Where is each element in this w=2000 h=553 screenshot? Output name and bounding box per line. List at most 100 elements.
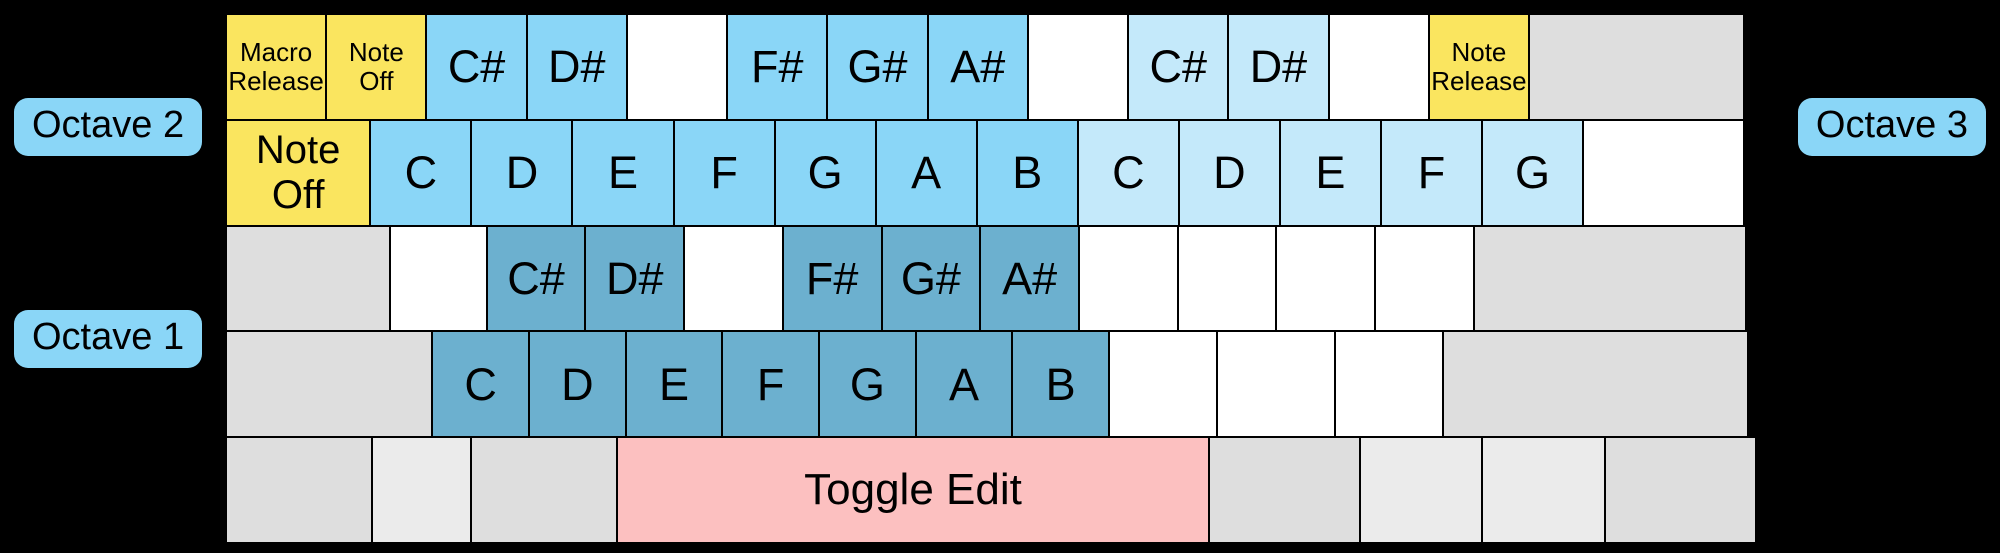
key-cell-label-line: Macro (239, 36, 313, 67)
key-cell-d[interactable]: D (527, 330, 627, 439)
key-cell-label-line: A# (1002, 252, 1058, 304)
key-cell-label-line: G (849, 358, 885, 410)
key-cell-empty[interactable] (1374, 224, 1475, 333)
key-cell-empty[interactable] (225, 436, 374, 544)
key-cell-label-line: C (464, 358, 497, 410)
key-cell-label-line: Release (228, 65, 324, 96)
octave-3-label: Octave 3 (1797, 98, 1986, 156)
key-cell-label-line: G# (847, 41, 908, 93)
octave-1-label: Octave 1 (14, 310, 203, 368)
key-cell-label-line: A (949, 358, 980, 410)
key-cell-empty[interactable] (389, 224, 488, 333)
key-cell-label-line: A (911, 147, 942, 199)
octave-2-label: Octave 2 (14, 98, 203, 156)
key-cell-empty[interactable] (683, 224, 784, 333)
key-cell-label-line: G (1515, 147, 1551, 199)
key-cell-b[interactable]: B (975, 118, 1079, 227)
key-cell-label-line: Off (359, 65, 394, 96)
key-cell-empty[interactable] (371, 436, 472, 544)
key-cell-label-line: Off (271, 172, 325, 217)
key-cell-label-line: A# (950, 41, 1006, 93)
key-cell-empty[interactable] (1441, 330, 1749, 439)
key-cell-c[interactable]: C (369, 118, 473, 227)
key-cell-d[interactable]: D# (1227, 13, 1330, 121)
key-cell-e[interactable]: E (624, 330, 724, 439)
key-cell-f[interactable]: F (672, 118, 776, 227)
key-cell-e[interactable]: E (1278, 118, 1382, 227)
modifier-row: Toggle Edit (225, 436, 1771, 544)
key-cell-g[interactable]: G (818, 330, 917, 439)
key-cell-label-line: D# (1249, 41, 1308, 93)
key-cell-empty[interactable] (225, 330, 434, 439)
key-cell-label-line: D (505, 147, 539, 199)
key-cell-label-line: C# (447, 41, 506, 93)
key-cell-c[interactable]: C# (425, 13, 528, 121)
key-cell-empty[interactable] (1026, 13, 1130, 121)
key-cell-empty[interactable] (1207, 436, 1361, 544)
key-cell-empty[interactable] (1603, 436, 1757, 544)
key-cell-label-line: G (807, 147, 843, 199)
key-cell-empty[interactable] (1275, 224, 1377, 333)
key-cell-g[interactable]: G (1481, 118, 1585, 227)
key-cell-b[interactable]: B (1011, 330, 1111, 439)
key-cell-c[interactable]: C (1076, 118, 1180, 227)
key-cell-empty[interactable] (1358, 436, 1484, 544)
key-cell-g[interactable]: G# (880, 224, 982, 333)
key-cell-f[interactable]: F# (781, 224, 883, 333)
key-cell-label-line: F# (751, 41, 804, 93)
key-cell-label-line: Note (255, 127, 341, 172)
key-cell-empty[interactable] (1481, 436, 1606, 544)
key-cell-g[interactable]: G (773, 118, 877, 227)
key-cell-d[interactable]: D# (584, 224, 686, 333)
key-cell-empty[interactable] (1077, 224, 1179, 333)
key-cell-d[interactable]: D (1177, 118, 1281, 227)
key-cell-label-line: F# (805, 252, 859, 304)
key-cell-f[interactable]: F (1379, 118, 1484, 227)
key-cell-empty[interactable] (225, 224, 392, 333)
key-cell-empty[interactable] (1176, 224, 1278, 333)
key-cell-c[interactable]: C# (1127, 13, 1230, 121)
key-cell-a[interactable]: A# (979, 224, 1080, 333)
key-cell-e[interactable]: E (571, 118, 675, 227)
key-cell-empty[interactable] (625, 13, 729, 121)
key-cell-label-line: E (658, 358, 689, 410)
key-cell-label-line: F (1417, 147, 1446, 199)
key-cell-label-line: G# (900, 252, 961, 304)
key-cell-d[interactable]: D (470, 118, 574, 227)
key-cell-label-line: B (1045, 358, 1076, 410)
key-cell-a[interactable]: A (874, 118, 978, 227)
key-cell-empty[interactable] (1472, 224, 1747, 333)
key-cell-label-line: Toggle Edit (804, 465, 1022, 515)
key-cell-empty[interactable] (1334, 330, 1444, 439)
key-cell-toggle-edit[interactable]: Toggle Edit (616, 436, 1210, 544)
key-cell-a[interactable]: A (914, 330, 1014, 439)
key-cell-label-line: C (404, 147, 438, 199)
key-cell-label-line: B (1012, 147, 1043, 199)
octave1-black-keys-row: C# D# F# G# A# (225, 224, 1771, 333)
key-cell-c[interactable]: C# (485, 224, 587, 333)
key-cell-f[interactable]: F (721, 330, 820, 439)
key-cell-empty[interactable] (1327, 13, 1430, 121)
key-cell-a[interactable]: A# (926, 13, 1029, 121)
key-cell-empty[interactable] (1108, 330, 1218, 439)
key-cell-empty[interactable] (1582, 118, 1745, 227)
key-cell-label-line: F (756, 358, 785, 410)
key-cell-label-line: D (1213, 147, 1246, 199)
key-cell-c[interactable]: C (431, 330, 530, 439)
key-cell-label-line: D# (605, 252, 664, 304)
key-cell-empty[interactable] (1528, 13, 1745, 121)
key-cell-label-line: Note (1451, 36, 1507, 67)
key-cell-empty[interactable] (469, 436, 619, 544)
key-cell-d[interactable]: D# (525, 13, 628, 121)
key-cell-empty[interactable] (1215, 330, 1337, 439)
key-cell-g[interactable]: G# (826, 13, 929, 121)
key-cell-f[interactable]: F# (726, 13, 829, 121)
key-cell-label-line: Note (348, 36, 404, 67)
